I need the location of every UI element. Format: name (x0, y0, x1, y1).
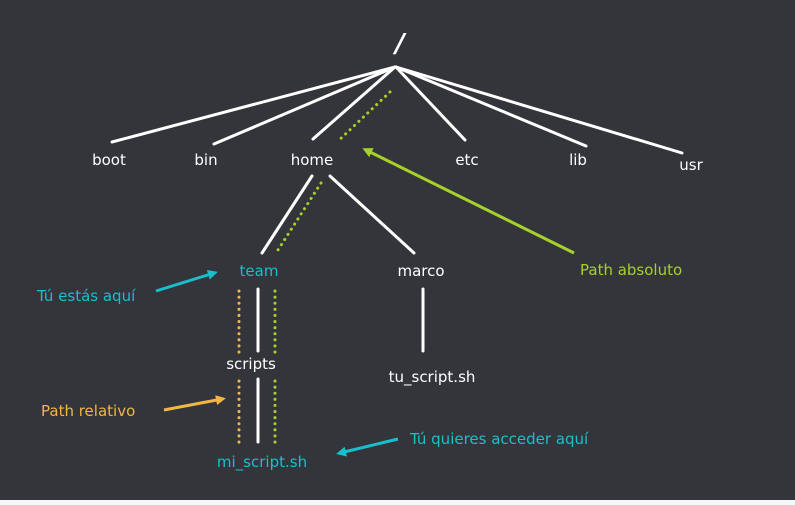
edge-root-home (311, 65, 397, 141)
target-location-label: Tú quieres acceder aquí (409, 430, 589, 448)
relative-path-arrow (163, 395, 226, 412)
target-location-arrow (336, 437, 399, 457)
absolute-path-dots (273, 90, 392, 445)
edge-root-etc (394, 65, 467, 142)
node-etc: etc (455, 151, 478, 169)
node-mi-script: mi_script.sh (217, 453, 307, 472)
root-edges (110, 65, 684, 155)
node-home: home (291, 151, 334, 169)
node-bin: bin (194, 151, 217, 169)
node-team: team (240, 262, 279, 280)
edge-root-lib (394, 65, 588, 148)
edge-root-boot (110, 65, 397, 144)
absolute-path-dots-root-home (335, 90, 392, 144)
node-usr: usr (679, 156, 703, 174)
absolute-path-arrow (362, 148, 575, 255)
absolute-path-dots-home-team (274, 181, 323, 255)
edge-root-bin (212, 65, 397, 146)
edge-root-usr (394, 65, 684, 155)
node-boot: boot (92, 151, 126, 169)
absolute-path-label: Path absoluto (580, 261, 682, 279)
current-location-label: Tú estás aquí (36, 287, 136, 305)
node-root: / (392, 29, 407, 59)
edge-home-marco (328, 174, 416, 255)
relative-path-label: Path relativo (41, 402, 135, 420)
edge-home-team (260, 174, 314, 255)
node-tu-script: tu_script.sh (389, 368, 476, 387)
node-scripts: scripts (226, 355, 276, 373)
node-lib: lib (569, 151, 587, 169)
current-location-arrow (155, 270, 218, 293)
node-marco: marco (397, 262, 444, 280)
